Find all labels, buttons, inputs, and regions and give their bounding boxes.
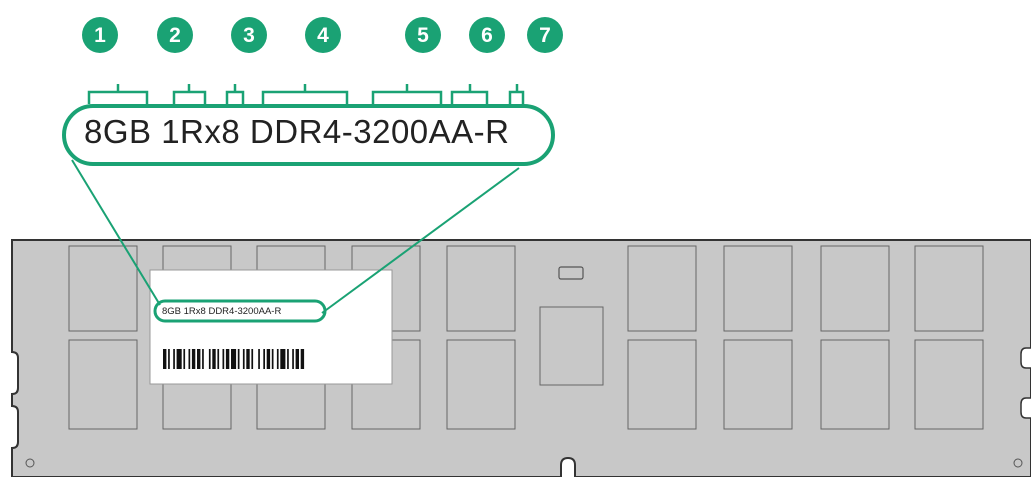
callout-7: 7: [527, 17, 563, 53]
label-text-highlight: [62, 104, 555, 166]
barcode-bar: [242, 349, 245, 369]
right-notch-lower: [1020, 397, 1031, 419]
memory-chip: [627, 339, 697, 430]
barcode-bar: [292, 349, 294, 369]
barcode-bar: [212, 349, 216, 369]
connector-line-right: [321, 167, 520, 314]
callout-number: 4: [317, 24, 329, 47]
barcode-bar: [231, 349, 237, 369]
module-sticker: [149, 269, 393, 385]
callout-6: 6: [469, 17, 505, 53]
sticker-label-text: 8GB 1Rx8 DDR4-3200AA-R: [162, 306, 282, 317]
callout-number: 3: [243, 24, 255, 47]
barcode-bar: [246, 349, 250, 369]
barcode-bar: [173, 349, 175, 369]
memory-chip: [68, 339, 138, 430]
barcode-bar: [295, 349, 299, 369]
barcode-bar: [280, 349, 286, 369]
memory-chip: [723, 339, 793, 430]
barcode-bar: [266, 349, 271, 369]
callout-number: 6: [481, 24, 493, 47]
right-notch-upper: [1020, 347, 1031, 369]
callout-number: 1: [94, 24, 106, 47]
bracket-7: [508, 90, 525, 104]
mount-hole-left: [25, 458, 35, 468]
barcode-bar: [208, 349, 211, 369]
barcode-bar: [271, 349, 274, 369]
memory-chip: [820, 245, 890, 332]
register-chip-marker: [558, 266, 584, 280]
brackets: [87, 84, 525, 104]
register-chip: [539, 306, 604, 386]
memory-chip: [446, 245, 516, 332]
barcode-bar: [300, 349, 305, 369]
barcode-bar: [163, 349, 167, 369]
memory-chip: [68, 245, 138, 332]
barcode-bar: [251, 349, 254, 369]
bracket-2: [172, 90, 207, 104]
callout-4: 4: [305, 17, 341, 53]
callout-number: 7: [539, 24, 551, 47]
barcode-bar: [217, 349, 220, 369]
barcode-bar: [197, 349, 201, 369]
barcode-bar: [188, 349, 191, 369]
callout-2: 2: [157, 17, 193, 53]
memory-chip: [446, 339, 516, 430]
barcode-bar: [287, 349, 289, 369]
memory-chip: [914, 339, 984, 430]
barcode-bar: [276, 349, 279, 369]
mount-hole-right: [1013, 458, 1023, 468]
bracket-6: [450, 90, 489, 104]
barcode: [163, 349, 305, 369]
label-text-enlarged: 8GB 1Rx8 DDR4-3200AA-R: [84, 113, 510, 150]
connector-line-left: [71, 159, 161, 306]
barcode-bar: [176, 349, 182, 369]
barcode-bar: [222, 349, 225, 369]
bracket-3: [225, 90, 245, 104]
barcode-bar: [168, 349, 170, 369]
memory-chip: [914, 245, 984, 332]
callout-number: 5: [417, 24, 429, 47]
memory-chip: [723, 245, 793, 332]
bracket-4: [261, 90, 349, 104]
barcode-bar: [258, 349, 260, 369]
callout-number: 2: [169, 24, 181, 47]
memory-chips-bottom: [68, 339, 984, 430]
callout-1: 1: [82, 17, 118, 53]
barcode-bar: [263, 349, 265, 369]
barcode-bar: [183, 349, 186, 369]
callout-5: 5: [405, 17, 441, 53]
barcode-bar: [202, 349, 204, 369]
callouts: 1 2 3 4 5 6 7: [82, 17, 563, 53]
bracket-1: [87, 90, 149, 104]
memory-chip: [627, 245, 697, 332]
memory-chip: [820, 339, 890, 430]
bracket-5: [371, 90, 443, 104]
barcode-bar: [191, 349, 196, 369]
barcode-bar: [225, 349, 230, 369]
callout-3: 3: [231, 17, 267, 53]
barcode-bar: [237, 349, 240, 369]
